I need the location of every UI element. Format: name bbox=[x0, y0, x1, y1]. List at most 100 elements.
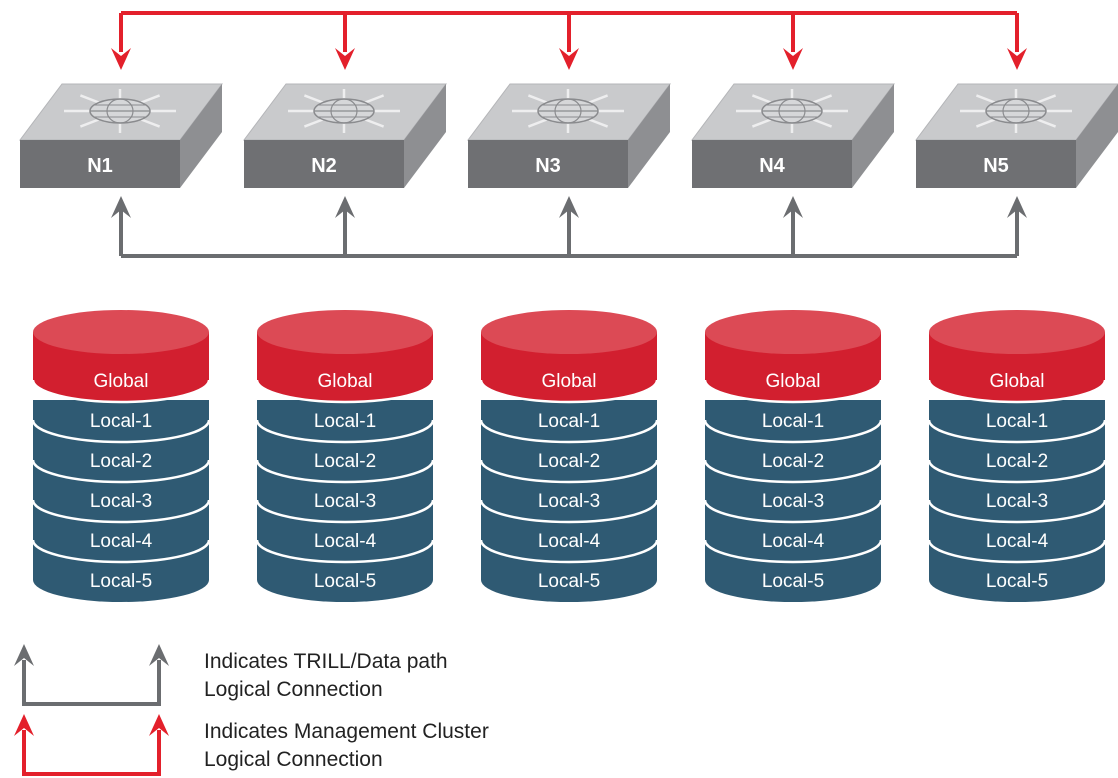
globe-router-icon bbox=[736, 89, 848, 133]
layer-separator bbox=[927, 459, 1107, 484]
local-store-body bbox=[33, 400, 209, 602]
layer-separator bbox=[703, 419, 883, 444]
layer-separator bbox=[479, 499, 659, 524]
layer-separator bbox=[31, 499, 211, 524]
layer-separator bbox=[927, 419, 1107, 444]
legend-mgmt-text-line1: Indicates Management Cluster bbox=[204, 720, 489, 743]
management-arrow-icon bbox=[559, 48, 579, 70]
switch-label: N5 bbox=[983, 155, 1009, 177]
router-spoke bbox=[364, 118, 385, 128]
local-label: Local-4 bbox=[986, 531, 1049, 552]
local-label: Local-3 bbox=[986, 491, 1048, 512]
layer-separator bbox=[703, 379, 883, 404]
switch-label: N4 bbox=[759, 155, 785, 177]
trill-arrow-icon bbox=[783, 196, 803, 218]
database-4: GlobalLocal-1Local-2Local-3Local-4Local-… bbox=[703, 310, 883, 602]
router-spoke bbox=[303, 94, 324, 104]
legend-trill-arrow-icon bbox=[14, 644, 34, 666]
database-top bbox=[929, 310, 1105, 354]
local-store-body bbox=[257, 400, 433, 602]
local-label: Local-1 bbox=[762, 411, 824, 432]
router-spoke bbox=[812, 94, 833, 104]
router-spoke bbox=[364, 94, 385, 104]
local-label: Local-4 bbox=[90, 531, 153, 552]
local-label: Local-3 bbox=[538, 491, 600, 512]
management-arrow-icon bbox=[335, 48, 355, 70]
legend-mgmt-line bbox=[22, 730, 161, 776]
global-label: Global bbox=[542, 371, 597, 392]
layer-separator bbox=[255, 419, 435, 444]
global-label: Global bbox=[94, 371, 149, 392]
local-label: Local-1 bbox=[314, 411, 376, 432]
trill-data-path-connection bbox=[111, 196, 1027, 258]
legend-symbols bbox=[14, 644, 169, 776]
management-arrow-icon bbox=[783, 48, 803, 70]
router-spoke bbox=[303, 118, 324, 128]
database-top bbox=[481, 310, 657, 354]
layer-separator bbox=[703, 499, 883, 524]
legend-mgmt-arrow-icon bbox=[14, 714, 34, 736]
switch-front-face bbox=[20, 140, 180, 188]
switch-3: N3 bbox=[467, 83, 671, 188]
layer-separator bbox=[255, 499, 435, 524]
local-label: Local-3 bbox=[762, 491, 824, 512]
local-label: Local-3 bbox=[314, 491, 376, 512]
switch-side-face bbox=[180, 84, 222, 188]
local-label: Local-4 bbox=[762, 531, 825, 552]
local-label: Local-5 bbox=[538, 571, 600, 592]
local-label: Local-1 bbox=[538, 411, 600, 432]
switch-front-face bbox=[468, 140, 628, 188]
local-label: Local-2 bbox=[314, 451, 376, 472]
local-label: Local-5 bbox=[986, 571, 1048, 592]
layer-separator bbox=[31, 419, 211, 444]
layer-separator bbox=[703, 459, 883, 484]
layer-separator bbox=[255, 459, 435, 484]
local-label: Local-2 bbox=[90, 451, 152, 472]
router-spoke bbox=[527, 94, 548, 104]
router-spoke bbox=[79, 118, 100, 128]
management-cluster-connection bbox=[111, 11, 1027, 70]
router-spoke bbox=[588, 94, 609, 104]
switch-5: N5 bbox=[915, 83, 1118, 188]
switch-2: N2 bbox=[243, 83, 447, 188]
database-2: GlobalLocal-1Local-2Local-3Local-4Local-… bbox=[255, 310, 435, 602]
router-spoke bbox=[1036, 118, 1057, 128]
router-spoke bbox=[140, 118, 161, 128]
router-spoke bbox=[975, 94, 996, 104]
trill-arrow-icon bbox=[111, 196, 131, 218]
legend-trill-text-line1: Indicates TRILL/Data path bbox=[204, 650, 448, 673]
local-label: Local-1 bbox=[90, 411, 152, 432]
management-arrow-icon bbox=[1007, 48, 1027, 70]
local-label: Local-2 bbox=[986, 451, 1048, 472]
legend-mgmt-arrow-icon bbox=[149, 714, 169, 736]
local-label: Local-5 bbox=[314, 571, 376, 592]
switch-side-face bbox=[404, 84, 446, 188]
router-spoke bbox=[588, 118, 609, 128]
switch-4: N4 bbox=[691, 83, 895, 188]
local-label: Local-3 bbox=[90, 491, 152, 512]
layer-separator bbox=[31, 539, 211, 564]
switch-side-face bbox=[628, 84, 670, 188]
switch-label: N3 bbox=[535, 155, 561, 177]
legend-mgmt-text-line2: Logical Connection bbox=[204, 748, 383, 771]
switch-front-face bbox=[692, 140, 852, 188]
layer-separator bbox=[255, 539, 435, 564]
router-spoke bbox=[1036, 94, 1057, 104]
switch-label: N2 bbox=[311, 155, 337, 177]
switch-side-face bbox=[1076, 84, 1118, 188]
local-store-body bbox=[929, 400, 1105, 602]
layer-separator bbox=[31, 459, 211, 484]
layer-separator bbox=[927, 499, 1107, 524]
local-label: Local-5 bbox=[762, 571, 824, 592]
switch-front-face bbox=[916, 140, 1076, 188]
database-3: GlobalLocal-1Local-2Local-3Local-4Local-… bbox=[479, 310, 659, 602]
router-spoke bbox=[140, 94, 161, 104]
switch-front-face bbox=[244, 140, 404, 188]
local-store-body bbox=[705, 400, 881, 602]
layer-separator bbox=[479, 539, 659, 564]
globe-router-icon bbox=[288, 89, 400, 133]
database-top bbox=[33, 310, 209, 354]
trill-arrow-icon bbox=[335, 196, 355, 218]
